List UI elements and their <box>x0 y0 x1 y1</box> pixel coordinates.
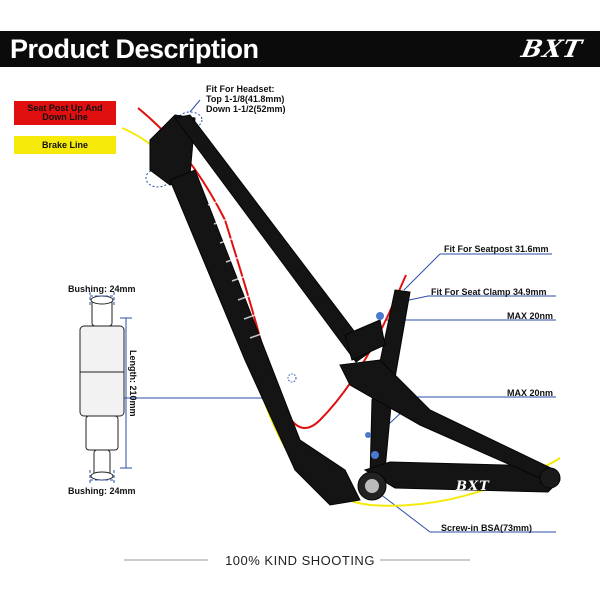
bushing-top-spec: Bushing: 24mm <box>68 284 136 294</box>
pivot-bolt-upper <box>376 312 384 320</box>
header-banner: Product Description BXT <box>0 31 600 67</box>
headset-top-spec: Top 1-1/8(41.8mm) <box>206 94 285 104</box>
legend-brake-line: Brake Line <box>14 136 116 154</box>
seatpost-spec: Fit For Seatpost 31.6mm <box>444 244 549 254</box>
bushing-bottom-spec: Bushing: 24mm <box>68 486 136 496</box>
headset-title: Fit For Headset: <box>206 84 275 94</box>
rear-shock <box>79 295 125 481</box>
footer-caption: 100% KIND SHOOTING <box>225 553 375 568</box>
seatpost-leader <box>403 253 441 291</box>
headset-down-spec: Down 1-1/2(52mm) <box>206 104 286 114</box>
page-title: Product Description <box>10 34 259 64</box>
frame-logo: BXT <box>456 479 490 494</box>
max-torque-upper: MAX 20nm <box>507 311 554 321</box>
bsa-spec: Screw-in BSA(73mm) <box>441 523 533 533</box>
headset-top-marker <box>177 111 203 129</box>
seat-clamp-spec: Fit For Seat Clamp 34.9mm <box>431 287 547 297</box>
legend-seatpost-line: Seat Post Up And Down Line <box>14 101 116 125</box>
shock-length-spec: Length: 210mm <box>128 350 138 417</box>
bsa-leader <box>374 489 431 533</box>
frame-graphics <box>207 199 265 339</box>
pivot-bolt-lower <box>371 451 379 459</box>
bottom-bracket-shell <box>365 479 379 493</box>
max-torque-lower: MAX 20nm <box>507 388 554 398</box>
headset-leader-line <box>189 99 201 113</box>
bike-frame <box>149 114 561 506</box>
